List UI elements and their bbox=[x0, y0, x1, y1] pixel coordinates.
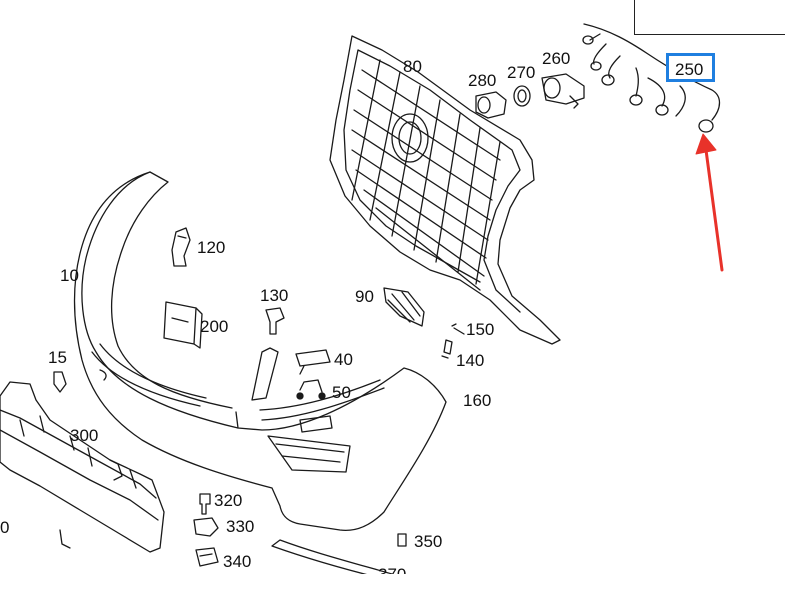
label-260: 260 bbox=[542, 49, 571, 68]
label-50: 50 bbox=[332, 383, 351, 402]
label-90: 90 bbox=[355, 287, 374, 306]
part-260-holder bbox=[541, 73, 585, 109]
label-330: 330 bbox=[226, 517, 255, 536]
label-340: 340 bbox=[223, 552, 252, 571]
part-340-clip bbox=[195, 547, 219, 567]
radiator-grille bbox=[329, 35, 561, 345]
label-160: 160 bbox=[463, 391, 492, 410]
label-320: 320 bbox=[214, 491, 243, 510]
part-120-bracket bbox=[171, 227, 191, 267]
label-280: 280 bbox=[468, 71, 497, 90]
bottom-edge bbox=[0, 574, 794, 596]
part-330-nut bbox=[193, 517, 219, 537]
label-150: 150 bbox=[466, 320, 495, 339]
part-40-cap bbox=[295, 349, 331, 375]
bumper-cover bbox=[73, 171, 447, 532]
label-130: 130 bbox=[260, 286, 289, 305]
label-250: 250 bbox=[675, 60, 704, 79]
part-130-clip bbox=[265, 307, 285, 335]
label-140: 140 bbox=[456, 351, 485, 370]
label-300: 300 bbox=[70, 426, 99, 445]
label-80: 80 bbox=[403, 57, 422, 76]
label-370: 370 bbox=[378, 566, 406, 574]
label-10: 10 bbox=[60, 266, 79, 285]
bumper-reinforcement bbox=[0, 381, 165, 553]
part-150-screw bbox=[451, 323, 465, 335]
part-280-sensor bbox=[475, 91, 507, 119]
label-120: 120 bbox=[197, 238, 226, 257]
label-270: 270 bbox=[507, 63, 536, 82]
label-350: 350 bbox=[414, 532, 443, 551]
part-15-clip bbox=[53, 371, 67, 393]
label-200: 200 bbox=[200, 317, 229, 336]
lower-trim bbox=[271, 539, 393, 579]
part-90-mesh bbox=[383, 287, 425, 327]
part-270-ring bbox=[513, 85, 531, 107]
part-320-bolt bbox=[199, 493, 211, 515]
part-350-clip bbox=[397, 533, 407, 547]
part-250-highlight-box[interactable]: 250 bbox=[666, 53, 715, 82]
part-50-bracket bbox=[296, 379, 326, 400]
label-0: 0 bbox=[0, 518, 10, 537]
part-200-module bbox=[163, 301, 203, 349]
red-arrow bbox=[695, 133, 724, 272]
label-15: 15 bbox=[48, 348, 67, 367]
part-140-screw bbox=[441, 339, 453, 359]
label-40: 40 bbox=[334, 350, 353, 369]
corner-frame bbox=[634, 0, 785, 35]
